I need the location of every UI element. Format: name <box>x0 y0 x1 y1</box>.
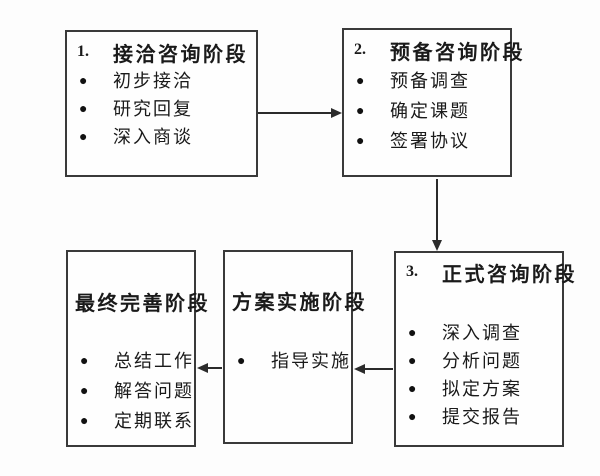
bullet-icon: ● <box>80 382 89 398</box>
list-item: ● 指导实施 <box>225 346 351 374</box>
stage-item: 签署协议 <box>390 131 470 151</box>
bullet-icon: ● <box>79 100 88 116</box>
stage-title: 最终完善阶段 <box>75 292 210 315</box>
list-item: ● 总结工作 <box>68 345 194 375</box>
bullet-icon: ● <box>408 352 417 368</box>
list-item: ● 提交报告 <box>396 402 562 430</box>
stage-item: 指导实施 <box>271 351 351 371</box>
list-item: ● 签署协议 <box>344 125 510 155</box>
stage-box-preparatory-consulting: 2. 预备咨询阶段 ● 预备调查 ● 确定课题 ● 签署协议 <box>342 28 523 177</box>
bullet-icon: ● <box>79 128 88 144</box>
list-item: ● 确定课题 <box>344 95 510 125</box>
list-item: ● 分析问题 <box>396 346 562 374</box>
stage-item: 分析问题 <box>442 351 522 371</box>
arrow-stage1-to-stage2 <box>257 108 342 118</box>
arrow-stage3-to-stage4 <box>354 364 393 374</box>
stage-number: 2. <box>354 41 366 58</box>
stage-item: 初步接洽 <box>113 71 193 91</box>
list-item: ● 预备调查 <box>344 65 510 95</box>
stage-title: 正式咨询阶段 <box>442 263 577 286</box>
stage-item: 确定课题 <box>390 101 470 121</box>
stage-item: 总结工作 <box>114 351 194 371</box>
stage-item: 预备调查 <box>390 71 470 91</box>
stage-item: 定期联系 <box>114 411 194 431</box>
list-item: ● 深入调查 <box>396 318 562 346</box>
bullet-icon: ● <box>408 408 417 424</box>
bullet-icon: ● <box>79 72 88 88</box>
stage-title-row: 1. 接洽咨询阶段 <box>67 38 256 66</box>
stage-item: 提交报告 <box>442 407 522 427</box>
stage-number: 3. <box>406 263 418 280</box>
list-item: ● 定期联系 <box>68 405 194 435</box>
bullet-icon: ● <box>356 72 365 88</box>
stage-box-plan-implementation: 方案实施阶段 ● 指导实施 <box>223 250 365 444</box>
arrow-stage4-to-stage5 <box>197 363 222 373</box>
stage-title-row: 2. 预备咨询阶段 <box>344 35 523 65</box>
stage-box-formal-consulting: 3. 正式咨询阶段 ● 深入调查 ● 分析问题 ● 拟定方案 ● 提交报告 <box>394 251 575 447</box>
stage-item: 拟定方案 <box>442 379 522 399</box>
bullet-icon: ● <box>80 352 89 368</box>
arrow-stage2-to-stage3 <box>432 179 442 251</box>
stage-item: 解答问题 <box>114 381 194 401</box>
stage-box-initial-contact: 1. 接洽咨询阶段 ● 初步接洽 ● 研究回复 ● 深入商谈 <box>65 30 258 177</box>
bullet-icon: ● <box>80 412 89 428</box>
stage-title-row: 方案实施阶段 <box>225 286 365 314</box>
list-item: ● 深入商谈 <box>67 122 256 150</box>
stage-box-final-improvement: 最终完善阶段 ● 总结工作 ● 解答问题 ● 定期联系 <box>66 250 208 447</box>
stage-title: 接洽咨询阶段 <box>113 43 248 66</box>
stage-title-row: 3. 正式咨询阶段 <box>396 258 575 286</box>
stage-title: 预备咨询阶段 <box>390 41 525 64</box>
stage-title-row: 最终完善阶段 <box>68 287 208 315</box>
bullet-icon: ● <box>408 380 417 396</box>
stage-item: 深入调查 <box>442 323 522 343</box>
bullet-icon: ● <box>356 102 365 118</box>
stage-item: 研究回复 <box>113 99 193 119</box>
list-item: ● 解答问题 <box>68 375 194 405</box>
stage-number: 1. <box>77 43 89 60</box>
stage-item: 深入商谈 <box>113 127 193 147</box>
bullet-icon: ● <box>237 352 246 368</box>
list-item: ● 拟定方案 <box>396 374 562 402</box>
list-item: ● 初步接洽 <box>67 66 256 94</box>
list-item: ● 研究回复 <box>67 94 256 122</box>
bullet-icon: ● <box>408 324 417 340</box>
bullet-icon: ● <box>356 132 365 148</box>
stage-title: 方案实施阶段 <box>232 291 367 314</box>
